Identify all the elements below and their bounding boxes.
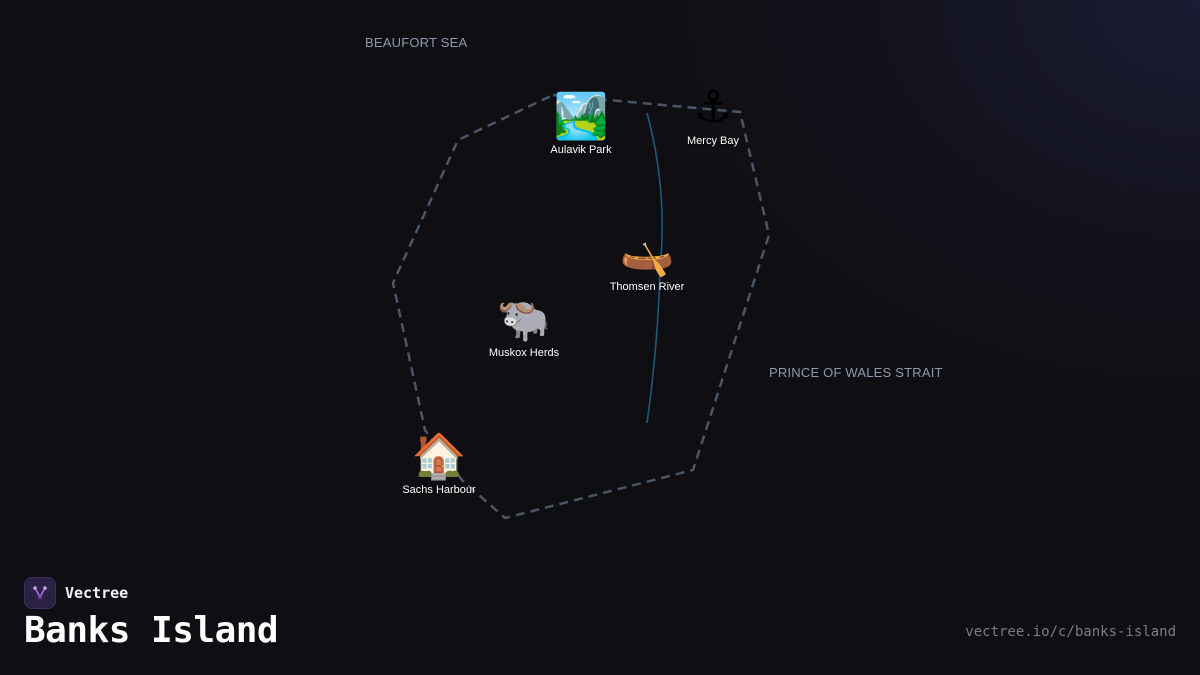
island-boundary xyxy=(391,93,771,520)
vectree-logo-icon xyxy=(24,577,56,609)
brand-name: Vectree xyxy=(65,584,129,602)
marker-label: Mercy Bay xyxy=(687,135,739,147)
canoe-icon: 🛶 xyxy=(619,228,675,279)
marker-label: Muskox Herds xyxy=(488,347,560,359)
marker-sachs-harbour[interactable]: 🏠 Sachs Harbour xyxy=(402,431,476,497)
page-title: Banks Island xyxy=(24,610,279,651)
marker-aulavik-park[interactable]: 🏞️ Aulavik Park xyxy=(550,91,612,157)
marker-muskox-herds[interactable]: 🐃 Muskox Herds xyxy=(488,294,560,360)
anchor-icon: ⚓ xyxy=(693,82,733,133)
marker-thomsen-river[interactable]: 🛶 Thomsen River xyxy=(609,228,685,294)
house-icon: 🏠 xyxy=(411,431,467,482)
prince-of-wales-strait-label: PRINCE OF WALES STRAIT xyxy=(769,365,943,380)
beaufort-sea-label: BEAUFORT SEA xyxy=(365,35,468,50)
brand[interactable]: Vectree xyxy=(24,577,128,609)
ox-icon: 🐃 xyxy=(496,294,552,345)
thomsen-river xyxy=(646,112,663,424)
marker-label: Aulavik Park xyxy=(550,144,612,156)
marker-mercy-bay[interactable]: ⚓ Mercy Bay xyxy=(687,82,739,148)
marker-label: Thomsen River xyxy=(609,281,685,293)
page-url[interactable]: vectree.io/c/banks-island xyxy=(965,624,1176,640)
national-park-icon: 🏞️ xyxy=(553,91,609,142)
marker-label: Sachs Harbour xyxy=(402,484,476,496)
